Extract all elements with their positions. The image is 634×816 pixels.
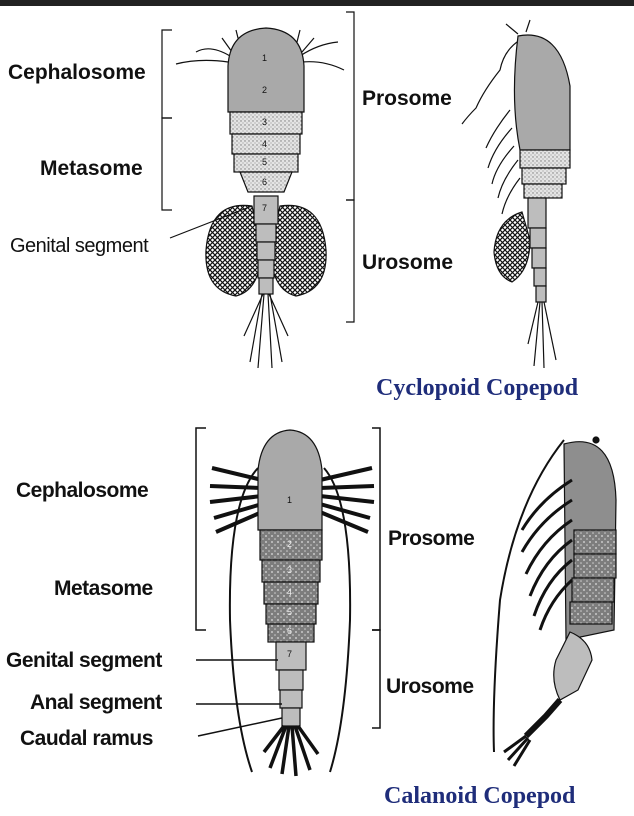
calanoid-caudal-ramus [282,708,300,726]
cyclopoid-prosome-bracket [346,12,354,200]
cyclopoid-segment-number: 1 [262,54,267,63]
cyclopoid-label-metasome: Metasome [40,158,143,179]
cyclopoid-label-prosome: Prosome [362,88,452,109]
cyclopoid-segment-number: 6 [262,178,267,187]
calanoid-segment-number: 7 [287,650,292,659]
cyclopoid-label-cephalosome: Cephalosome [8,62,146,83]
calanoid-segment-number: 5 [287,608,292,617]
calanoid-label-caudal-ramus: Caudal ramus [20,728,153,749]
calanoid-cephalosome-metasome-bracket [196,428,206,630]
calanoid-lateral-figure [494,437,616,766]
cyclopoid-metasome-bracket [162,118,172,210]
calanoid-label-cephalosome: Cephalosome [16,480,148,501]
calanoid-segment-number: 4 [287,588,292,597]
calanoid-segment-number: 6 [287,627,292,636]
cyclopoid-label-genital-segment: Genital segment [10,236,148,256]
calanoid-segment-number: 3 [287,566,292,575]
calanoid-label-urosome: Urosome [386,676,474,697]
calanoid-segment-number: 2 [287,540,292,549]
calanoid-label-anal-segment: Anal segment [30,692,162,713]
cyclopoid-urosome-bracket [346,200,354,322]
cyclopoid-label-urosome: Urosome [362,252,453,273]
calanoid-anal-segment [280,690,302,708]
calanoid-urosome-bracket [372,630,380,728]
calanoid-prosome-bracket [372,428,380,630]
cyclopoid-lateral-egg-sac [494,212,530,282]
cyclopoid-lateral-figure [462,20,570,368]
top-strip [0,0,634,6]
calanoid-segment-number: 1 [287,496,292,505]
cyclopoid-segment-number: 5 [262,158,267,167]
cyclopoid-cephalosome-bracket [162,30,172,118]
calanoid-label-genital-segment: Genital segment [6,650,162,671]
calanoid-label-metasome: Metasome [54,578,153,599]
cyclopoid-title: Cyclopoid Copepod [376,376,578,400]
cyclopoid-lateral-cephalosome [514,35,570,150]
cyclopoid-segment-number: 3 [262,118,267,127]
cyclopoid-segment-number: 7 [262,204,267,213]
cyclopoid-cephalosome-shape [228,28,304,112]
cyclopoid-segment-number: 2 [262,86,267,95]
calanoid-label-prosome: Prosome [388,528,474,549]
cyclopoid-dorsal-figure [176,28,344,368]
calanoid-title: Calanoid Copepod [384,784,575,808]
calanoid-dorsal-figure [210,430,374,776]
calanoid-cephalosome-shape [258,430,322,530]
cyclopoid-segment-number: 4 [262,140,267,149]
